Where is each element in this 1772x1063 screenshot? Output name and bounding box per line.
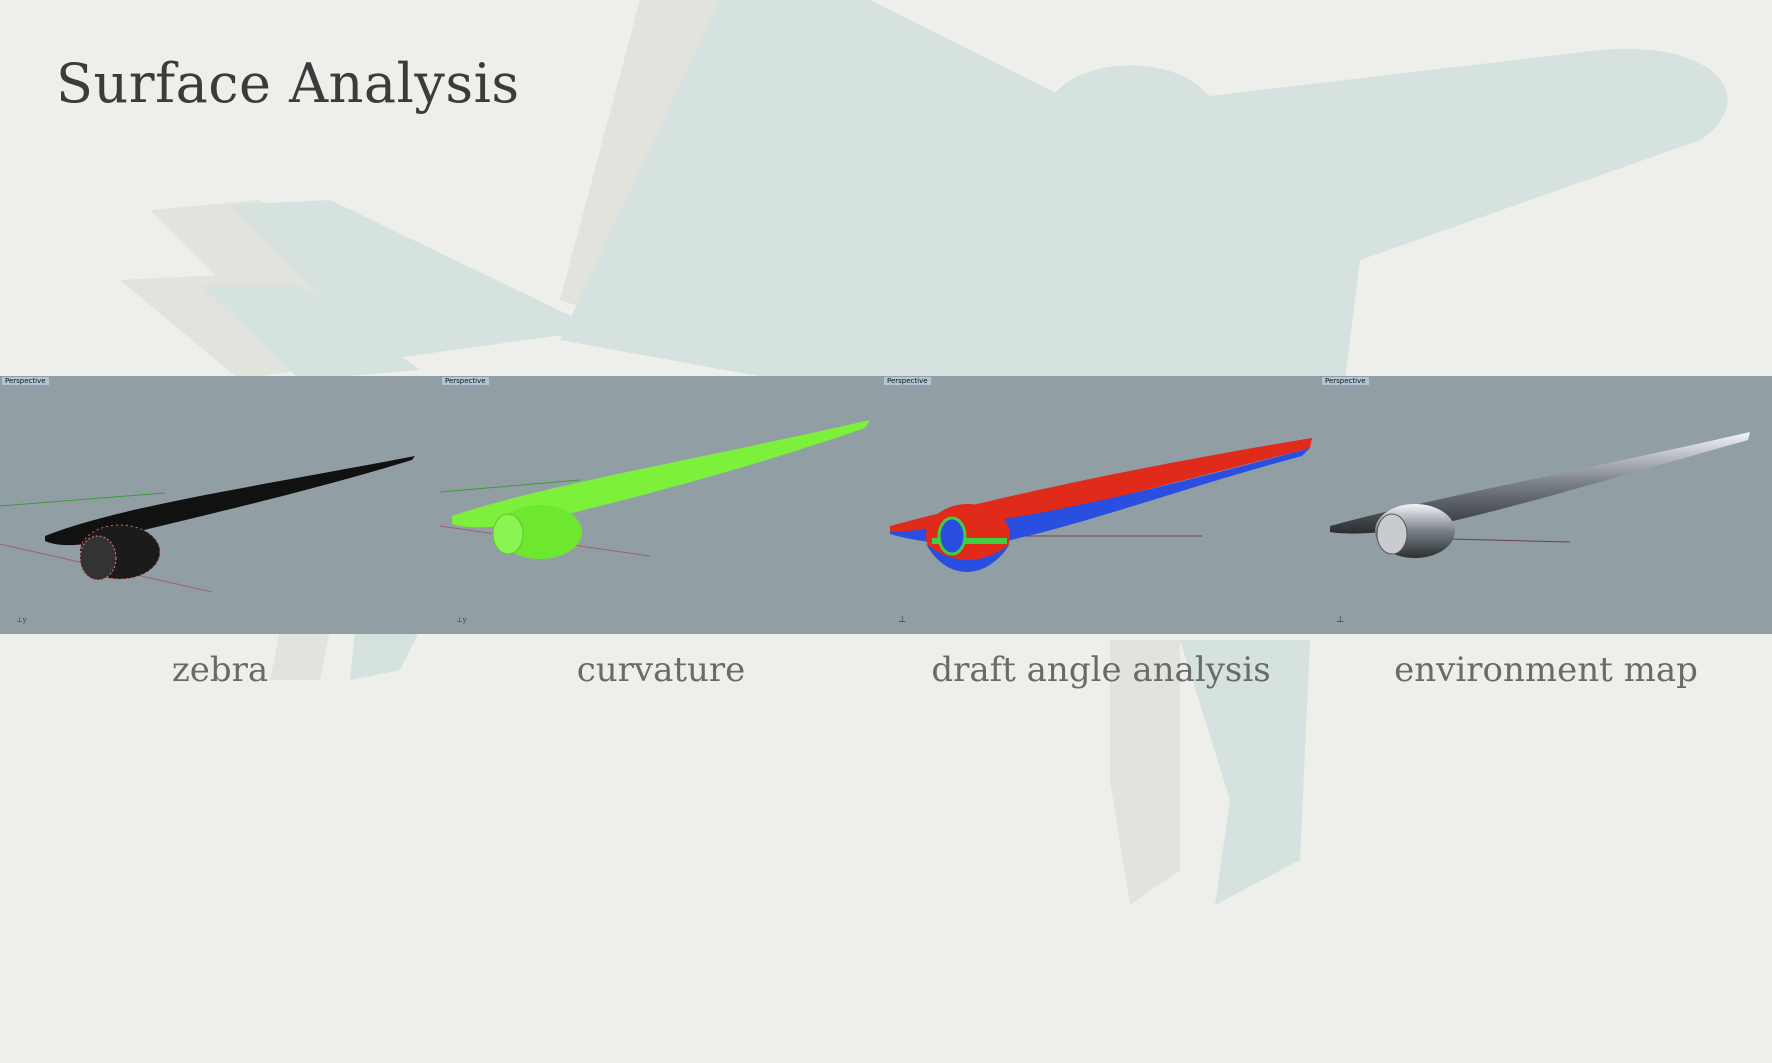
viewport-tag: Perspective [2,377,49,385]
viewport-zebra[interactable]: ⊥y Perspective [0,376,441,634]
zebra-render: ⊥y [0,456,415,624]
viewport-tag: Perspective [1322,377,1369,385]
axis-icon: ⊥y [456,616,467,624]
viewport-draft-angle[interactable]: ⊥ Perspective [882,376,1321,634]
axis-icon: ⊥ [898,615,906,625]
viewport-tag: Perspective [884,377,931,385]
caption-draft-angle: draft angle analysis [931,650,1271,690]
caption-curvature: curvature [576,650,746,690]
draft-angle-render: ⊥ [890,438,1312,625]
page-title: Surface Analysis [56,52,520,115]
axis-icon: ⊥ [1336,615,1344,625]
viewport-tag: Perspective [442,377,489,385]
viewport-curvature[interactable]: ⊥y Perspective [440,376,883,634]
viewport-strip: ⊥y Perspective ⊥y Perspective ⊥ Perspect… [0,376,1772,634]
curvature-render: ⊥y [440,420,870,624]
environment-map-render: ⊥ [1330,432,1750,625]
caption-zebra: zebra [171,650,269,690]
viewport-environment-map[interactable]: ⊥ Perspective [1320,376,1772,634]
caption-environment-map: environment map [1394,650,1698,690]
axis-icon: ⊥y [16,616,27,624]
